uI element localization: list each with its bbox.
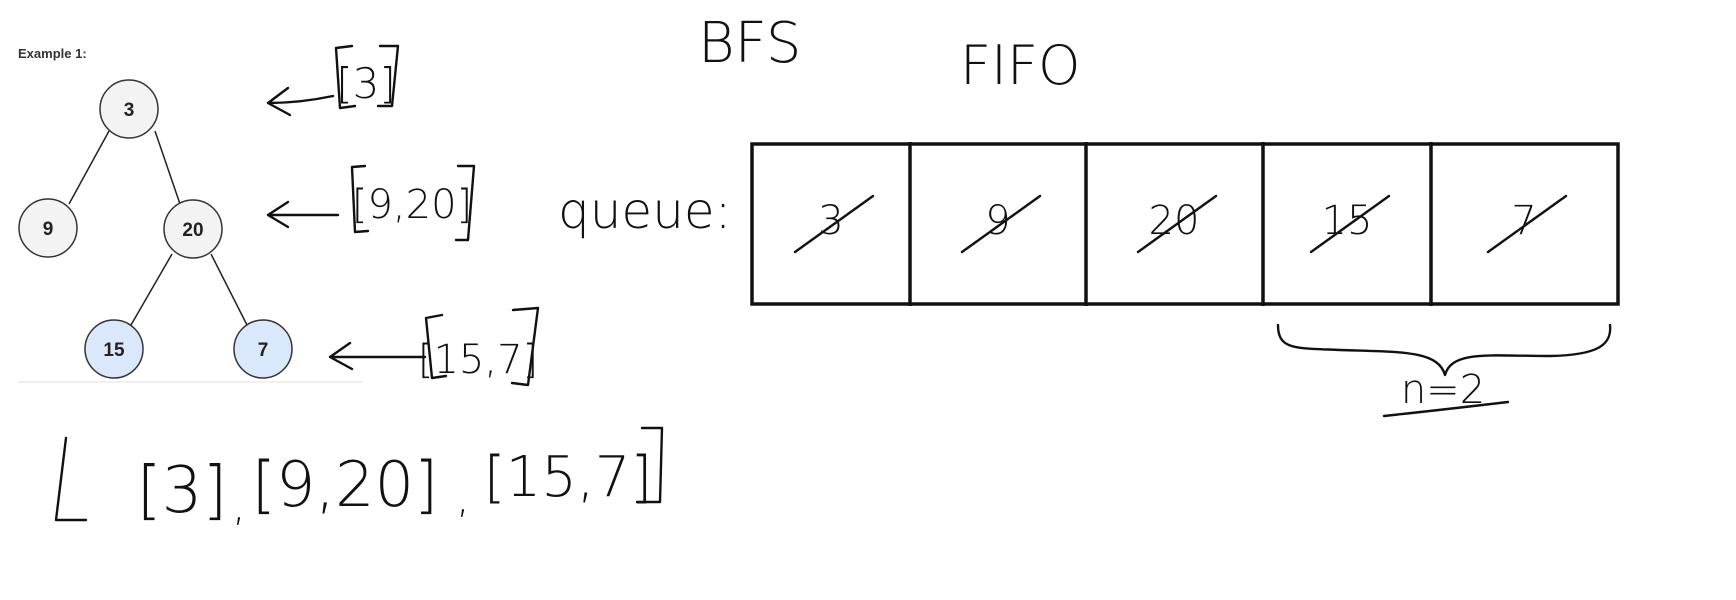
tree-node-label: 7: [258, 340, 269, 361]
strike-through-mark: [1486, 194, 1568, 254]
tree-node-15: [84, 319, 144, 379]
tree-node-label: 20: [182, 220, 203, 241]
result-separator: ,: [456, 472, 470, 523]
level-bracket-open: [424, 313, 448, 380]
result-item: [3]: [137, 454, 228, 528]
level-bracket-open: [334, 44, 357, 110]
strike-through-mark: [960, 194, 1042, 254]
curly-brace-icon: [1276, 323, 1612, 377]
tree-node-3: [99, 79, 159, 139]
tree-node-20: [163, 199, 223, 259]
result-bracket-close: [635, 426, 664, 504]
bfs-title: BFS: [698, 11, 801, 76]
tree-edge: [130, 253, 173, 326]
tree-node-7: [233, 319, 293, 379]
queue-cell-value: 20: [1149, 198, 1200, 244]
result-item: [15,7]: [484, 445, 652, 510]
strike-through-mark: [1136, 194, 1218, 254]
queue-label: queue:: [558, 182, 732, 240]
tree-node-9: [18, 198, 78, 258]
result-list: [3] , [9,20] , [15,7]: [54, 426, 664, 531]
level-bracket-open: [350, 164, 370, 234]
level-arrow-icon: [266, 86, 335, 117]
level-arrows: [266, 86, 427, 371]
level-bracket-close: [454, 164, 476, 242]
queue-cell-value: 15: [1322, 198, 1373, 244]
strike-through-mark: [793, 194, 875, 254]
strike-through-mark: [1309, 194, 1391, 254]
level-bracket-close: [376, 44, 400, 108]
level-0-values: [3]: [336, 59, 396, 108]
level-2-values: [15,7]: [418, 337, 538, 383]
tree-edge: [154, 130, 181, 205]
tree-node-label: 9: [43, 219, 54, 240]
level-1-values: [9,20]: [352, 182, 472, 228]
level-lists: [3] [9,20] [15,7]: [334, 44, 540, 387]
tree-node-label: 3: [124, 100, 135, 121]
level-bracket-close: [510, 306, 540, 387]
result-separator: ,: [232, 480, 246, 531]
level-arrow-icon: [328, 341, 427, 371]
result-item: [9,20]: [252, 448, 438, 521]
tree-node-label: 15: [103, 340, 125, 361]
result-bracket-open: [54, 436, 88, 522]
level-arrow-icon: [266, 200, 340, 229]
tree-edge: [210, 253, 248, 326]
queue-box: [750, 142, 1620, 306]
tree-edge: [68, 130, 110, 205]
binary-tree: 3 9 20 15 7: [18, 79, 362, 383]
fifo-label: FIFO: [960, 34, 1081, 97]
tree-nodes: 3 9 20 15 7: [18, 79, 293, 379]
brace-label-underline: [1382, 400, 1510, 418]
example-label: Example 1:: [18, 46, 87, 61]
